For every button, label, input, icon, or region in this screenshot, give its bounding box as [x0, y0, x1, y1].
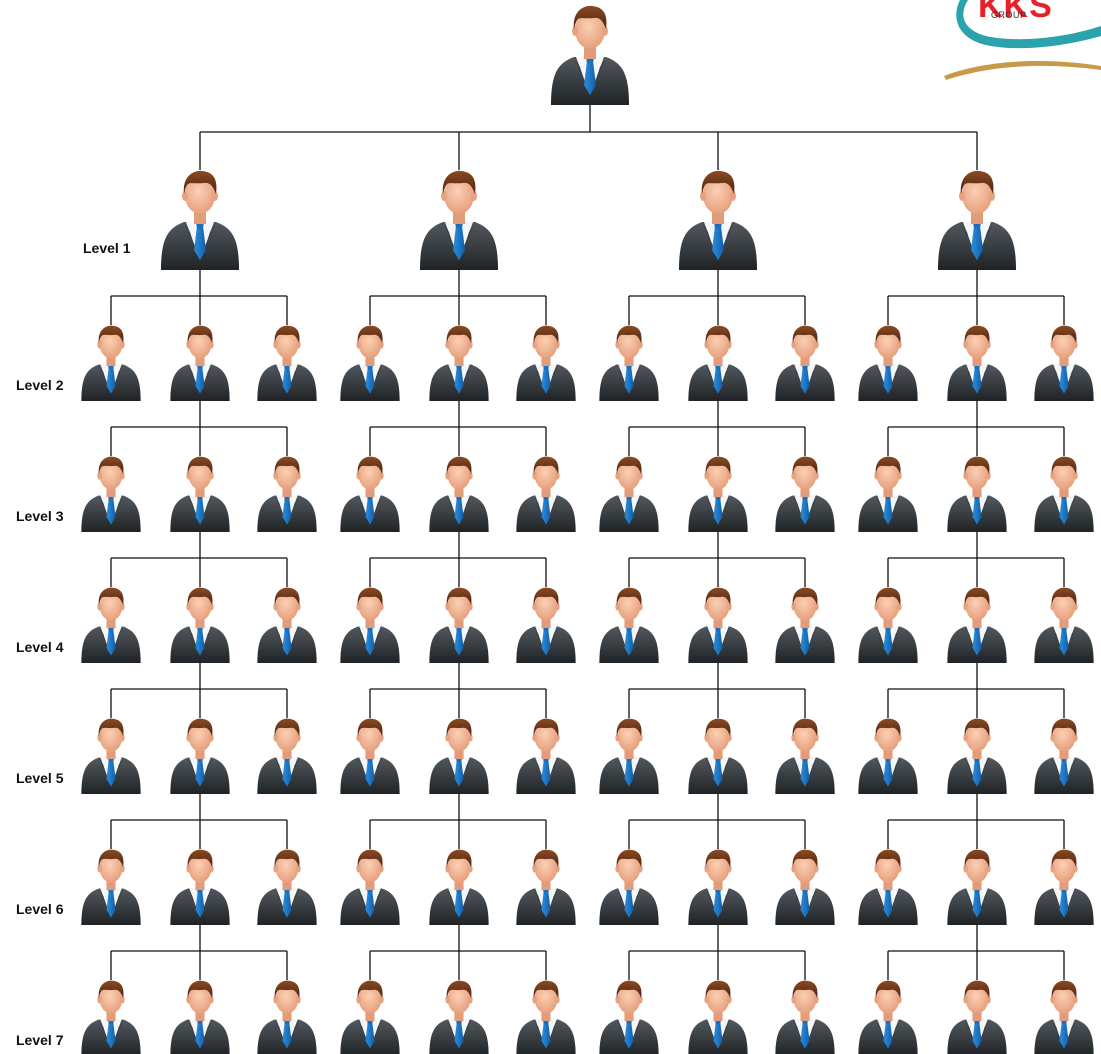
level6-person-icon-b1-3: [257, 850, 316, 925]
level7-person-icon-b3-3: [775, 981, 834, 1054]
level5-person-icon-b2-1: [340, 719, 399, 794]
level4-person-icon-b2-2: [429, 588, 488, 663]
level7-person-icon-b4-1: [858, 981, 917, 1054]
level3-person-icon-b3-3: [775, 457, 834, 532]
level6-person-icon-b2-3: [516, 850, 575, 925]
level2-person-icon-b2-2: [429, 326, 488, 401]
level4-person-icon-b3-2: [688, 588, 747, 663]
level7-person-icon-b2-3: [516, 981, 575, 1054]
level4-person-icon-b3-1: [599, 588, 658, 663]
level3-person-icon-b3-2: [688, 457, 747, 532]
root-person-icon: [551, 6, 629, 105]
level7-person-icon-b1-3: [257, 981, 316, 1054]
level6-person-icon-b4-3: [1034, 850, 1093, 925]
kks-group-logo: KKS GROUP: [940, 0, 1101, 82]
level6-person-icon-b1-1: [81, 850, 140, 925]
level5-person-icon-b2-2: [429, 719, 488, 794]
level6-person-icon-b4-1: [858, 850, 917, 925]
level3-person-icon-b2-3: [516, 457, 575, 532]
level-label-7: Level 7: [16, 1032, 63, 1048]
level-label-4: Level 4: [16, 639, 63, 655]
level6-person-icon-b2-2: [429, 850, 488, 925]
level1-person-icon-4: [938, 171, 1016, 270]
level2-person-icon-b2-1: [340, 326, 399, 401]
level2-person-icon-b1-3: [257, 326, 316, 401]
level6-person-icon-b1-2: [170, 850, 229, 925]
level3-person-icon-b1-1: [81, 457, 140, 532]
level2-person-icon-b1-2: [170, 326, 229, 401]
level2-person-icon-b4-2: [947, 326, 1006, 401]
level7-person-icon-b3-1: [599, 981, 658, 1054]
level2-person-icon-b3-2: [688, 326, 747, 401]
level2-person-icon-b2-3: [516, 326, 575, 401]
level5-person-icon-b2-3: [516, 719, 575, 794]
level-label-2: Level 2: [16, 377, 63, 393]
level1-person-icon-2: [420, 171, 498, 270]
level5-person-icon-b4-2: [947, 719, 1006, 794]
level2-person-icon-b3-3: [775, 326, 834, 401]
level3-person-icon-b1-2: [170, 457, 229, 532]
level2-person-icon-b4-1: [858, 326, 917, 401]
level3-person-icon-b4-1: [858, 457, 917, 532]
level4-person-icon-b1-1: [81, 588, 140, 663]
level4-person-icon-b3-3: [775, 588, 834, 663]
level3-person-icon-b2-2: [429, 457, 488, 532]
level4-person-icon-b2-1: [340, 588, 399, 663]
level4-person-icon-b4-2: [947, 588, 1006, 663]
level5-person-icon-b3-1: [599, 719, 658, 794]
level5-person-icon-b1-1: [81, 719, 140, 794]
level5-person-icon-b3-3: [775, 719, 834, 794]
level-label-5: Level 5: [16, 770, 63, 786]
level7-person-icon-b1-2: [170, 981, 229, 1054]
level5-person-icon-b1-3: [257, 719, 316, 794]
level5-person-icon-b4-1: [858, 719, 917, 794]
level2-person-icon-b1-1: [81, 326, 140, 401]
level3-person-icon-b4-2: [947, 457, 1006, 532]
level7-person-icon-b1-1: [81, 981, 140, 1054]
level6-person-icon-b3-1: [599, 850, 658, 925]
level4-person-icon-b1-3: [257, 588, 316, 663]
level3-person-icon-b1-3: [257, 457, 316, 532]
level6-person-icon-b2-1: [340, 850, 399, 925]
level7-person-icon-b4-2: [947, 981, 1006, 1054]
level7-person-icon-b3-2: [688, 981, 747, 1054]
level1-person-icon-1: [161, 171, 239, 270]
level7-person-icon-b4-3: [1034, 981, 1093, 1054]
level4-person-icon-b4-3: [1034, 588, 1093, 663]
level5-person-icon-b4-3: [1034, 719, 1093, 794]
level3-person-icon-b3-1: [599, 457, 658, 532]
level6-person-icon-b4-2: [947, 850, 1006, 925]
level5-person-icon-b3-2: [688, 719, 747, 794]
level7-person-icon-b2-2: [429, 981, 488, 1054]
level-label-6: Level 6: [16, 901, 63, 917]
level4-person-icon-b4-1: [858, 588, 917, 663]
level4-person-icon-b1-2: [170, 588, 229, 663]
level3-person-icon-b4-3: [1034, 457, 1093, 532]
level-label-3: Level 3: [16, 508, 63, 524]
level5-person-icon-b1-2: [170, 719, 229, 794]
level-label-1: Level 1: [83, 240, 130, 256]
logo-subtitle: GROUP: [991, 10, 1027, 20]
level4-person-icon-b2-3: [516, 588, 575, 663]
level1-person-icon-3: [679, 171, 757, 270]
level3-person-icon-b2-1: [340, 457, 399, 532]
level6-person-icon-b3-3: [775, 850, 834, 925]
level2-person-icon-b4-3: [1034, 326, 1093, 401]
level2-person-icon-b3-1: [599, 326, 658, 401]
level6-person-icon-b3-2: [688, 850, 747, 925]
level7-person-icon-b2-1: [340, 981, 399, 1054]
